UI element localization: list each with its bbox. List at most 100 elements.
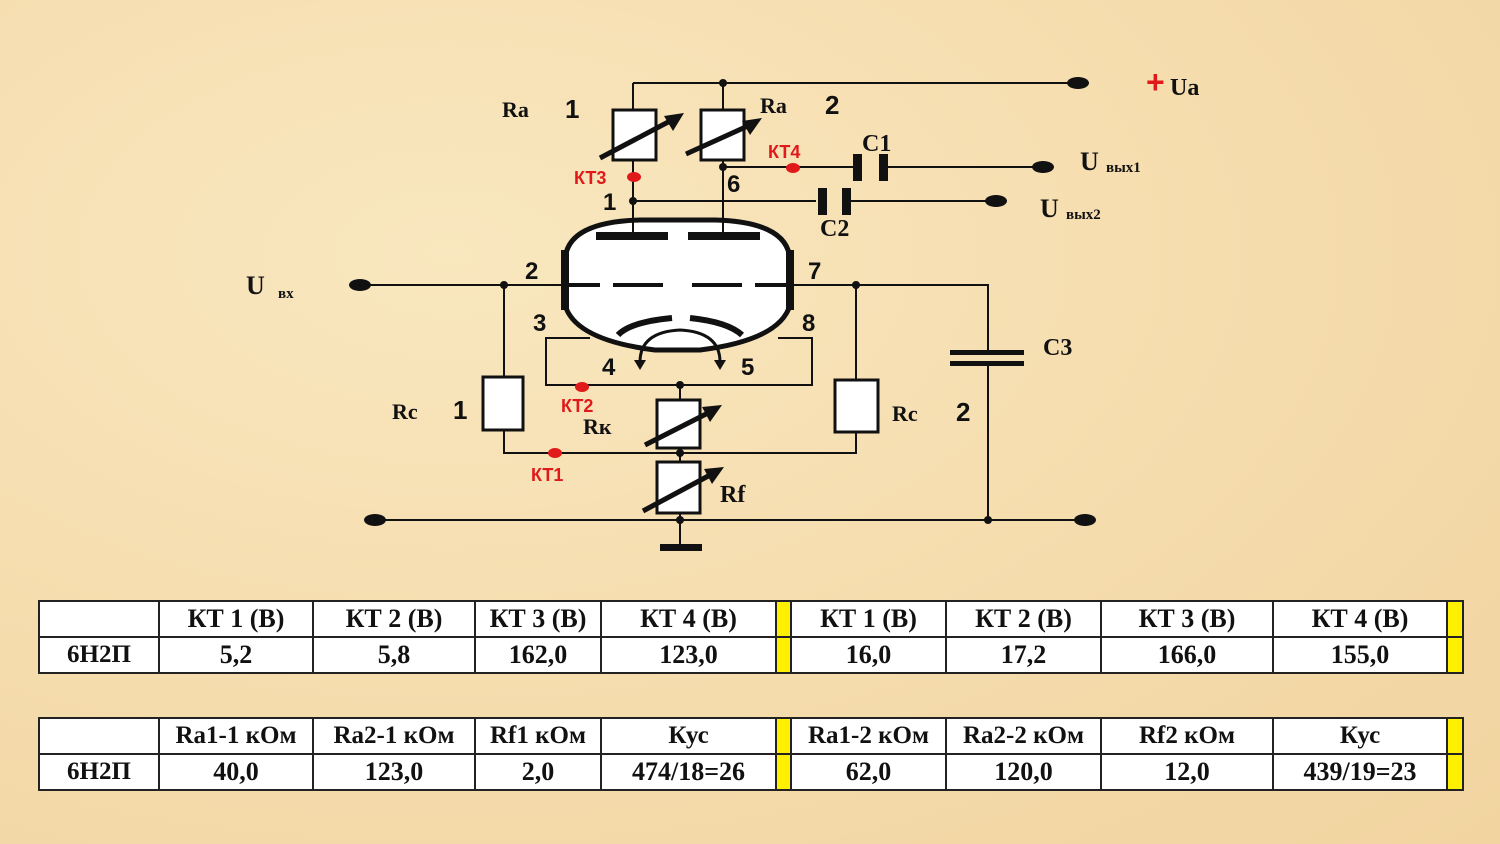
capacitor-c2-plate-b xyxy=(842,188,851,215)
value-cell: 474/18=26 xyxy=(600,753,777,791)
value-cell: 16,0 xyxy=(790,636,947,674)
header-cell: КТ 4 (В) xyxy=(1272,600,1448,638)
row-label: 6Н2П xyxy=(38,636,160,674)
label-rc2: Rc xyxy=(892,401,918,426)
label-uin: U xyxy=(246,271,265,300)
pin-8: 8 xyxy=(802,310,815,337)
separator xyxy=(775,717,792,755)
test-point-kt2 xyxy=(575,382,589,392)
header-cell: КТ 3 (В) xyxy=(474,600,602,638)
label-rf: Rf xyxy=(720,482,746,508)
header-cell xyxy=(38,717,160,755)
pin-1: 1 xyxy=(603,189,616,216)
pin-5: 5 xyxy=(741,354,754,381)
label-uout2: U xyxy=(1040,194,1059,223)
label-rc2-num: 2 xyxy=(956,397,970,427)
resistor-rf xyxy=(655,460,702,515)
value-cell: 17,2 xyxy=(945,636,1102,674)
header-cell: Кус xyxy=(600,717,777,755)
terminal-out2 xyxy=(985,195,1007,207)
header-cell: КТ 1 (В) xyxy=(790,600,947,638)
header-cell: Rf2 кОм xyxy=(1100,717,1274,755)
label-ra2: Ra xyxy=(760,93,787,118)
terminal-ground-right xyxy=(1074,514,1096,526)
resistors xyxy=(481,108,880,515)
value-cell: 162,0 xyxy=(474,636,602,674)
label-ua-sign: + xyxy=(1146,64,1165,100)
voltage-table-row: 6Н2П 5,2 5,8 162,0 123,0 16,0 17,2 166,0… xyxy=(38,636,1464,674)
parameters-table-row: 6Н2П 40,0 123,0 2,0 474/18=26 62,0 120,0… xyxy=(38,753,1464,791)
header-cell: Ra2-1 кОм xyxy=(312,717,476,755)
header-cell: Rf1 кОм xyxy=(474,717,602,755)
label-rc1-num: 1 xyxy=(453,395,467,425)
test-points xyxy=(548,163,800,458)
label-c2: C2 xyxy=(820,216,849,242)
label-c1: C1 xyxy=(862,131,891,157)
vacuum-tube-6n2p xyxy=(561,167,794,370)
label-ra2-num: 2 xyxy=(825,90,839,120)
variable-resistor-arrows xyxy=(598,113,762,514)
value-cell: 123,0 xyxy=(312,753,476,791)
capacitor-c1-plate-a xyxy=(853,154,862,181)
parameters-table: Ra1-1 кОм Ra2-1 кОм Rf1 кОм Кус Ra1-2 кО… xyxy=(38,717,1464,791)
label-rc1: Rc xyxy=(392,399,418,424)
header-cell: Кус xyxy=(1272,717,1448,755)
value-cell: 439/19=23 xyxy=(1272,753,1448,791)
capacitor-c3-plate-a xyxy=(950,350,1024,355)
label-kt4: КТ4 xyxy=(768,142,800,162)
header-cell: КТ 4 (В) xyxy=(600,600,777,638)
header-cell: Ra1-1 кОм xyxy=(158,717,314,755)
value-cell: 166,0 xyxy=(1100,636,1274,674)
separator xyxy=(1446,717,1464,755)
header-cell: КТ 2 (В) xyxy=(945,600,1102,638)
wire-rc1 xyxy=(503,285,680,454)
separator xyxy=(775,753,792,791)
label-ra1: Ra xyxy=(502,97,529,122)
capacitor-c1-plate-b xyxy=(879,154,888,181)
value-cell: 5,2 xyxy=(158,636,314,674)
separator xyxy=(775,600,792,638)
label-kt2: КТ2 xyxy=(561,396,593,416)
header-cell: Ra1-2 кОм xyxy=(790,717,947,755)
label-rk: Rк xyxy=(583,414,612,439)
terminal-ground-left xyxy=(364,514,386,526)
header-cell: КТ 3 (В) xyxy=(1100,600,1274,638)
separator xyxy=(1446,600,1464,638)
label-uin-sub: вх xyxy=(278,286,294,302)
value-cell: 12,0 xyxy=(1100,753,1274,791)
terminal-out1 xyxy=(1032,161,1054,173)
resistor-ra1 xyxy=(611,108,658,162)
capacitors xyxy=(818,154,1024,366)
wire-rc2 xyxy=(680,285,857,454)
row-label: 6Н2П xyxy=(38,753,160,791)
test-point-kt3 xyxy=(627,172,641,182)
resistor-rk xyxy=(655,398,702,450)
capacitor-c2-plate-a xyxy=(818,188,827,215)
header-cell: КТ 1 (В) xyxy=(158,600,314,638)
ground-icon xyxy=(660,544,702,551)
label-ua: Ua xyxy=(1170,75,1199,101)
label-uout1-sub: вых1 xyxy=(1106,160,1141,176)
separator xyxy=(1446,636,1464,674)
terminal-ua xyxy=(1067,77,1089,89)
header-cell xyxy=(38,600,160,638)
label-uout2-sub: вых2 xyxy=(1066,207,1101,223)
parameters-table-header: Ra1-1 кОм Ra2-1 кОм Rf1 кОм Кус Ra1-2 кО… xyxy=(38,717,1464,755)
resistor-rc1 xyxy=(481,375,525,432)
value-cell: 40,0 xyxy=(158,753,314,791)
pin-7: 7 xyxy=(808,258,821,285)
pin-3: 3 xyxy=(533,310,546,337)
resistor-rc2 xyxy=(833,378,880,434)
pin-2: 2 xyxy=(525,258,538,285)
terminal-in xyxy=(349,279,371,291)
terminals xyxy=(349,77,1096,526)
test-point-kt1 xyxy=(548,448,562,458)
value-cell: 155,0 xyxy=(1272,636,1448,674)
pin-6: 6 xyxy=(727,171,740,198)
separator xyxy=(775,636,792,674)
value-cell: 123,0 xyxy=(600,636,777,674)
value-cell: 2,0 xyxy=(474,753,602,791)
header-cell: Ra2-2 кОм xyxy=(945,717,1102,755)
voltage-table: КТ 1 (В) КТ 2 (В) КТ 3 (В) КТ 4 (В) КТ 1… xyxy=(38,600,1464,674)
label-uout1: U xyxy=(1080,147,1099,176)
